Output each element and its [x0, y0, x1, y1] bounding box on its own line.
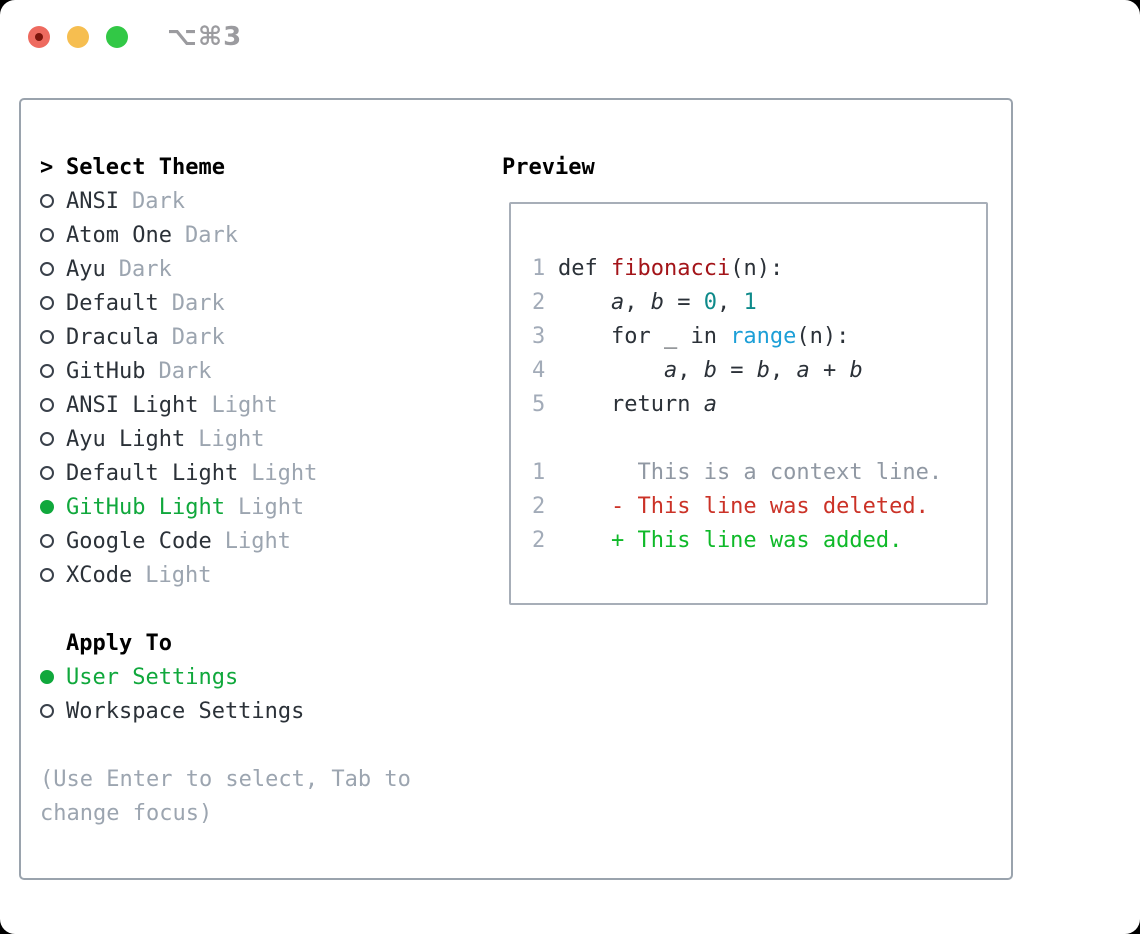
radio-selected-icon	[40, 670, 54, 684]
close-button[interactable]	[28, 26, 50, 48]
theme-name: Ayu	[66, 256, 106, 282]
code-line: 2 a, b = 0, 1	[532, 289, 757, 315]
zoom-button[interactable]	[106, 26, 128, 48]
theme-variant-tag: Light	[211, 392, 278, 418]
theme-name: Atom One	[66, 222, 172, 248]
line-number: 2	[532, 493, 546, 519]
radio-icon	[40, 262, 54, 276]
line-number: 1	[532, 255, 546, 281]
theme-name: ANSI Light	[66, 392, 199, 418]
apply-to-header: Apply To	[40, 626, 411, 660]
line-number: 3	[532, 323, 546, 349]
code-line: 5 return a	[532, 391, 717, 417]
theme-option[interactable]: Ayu Light Light	[40, 422, 411, 456]
line-number: 2	[532, 289, 546, 315]
theme-name: Ayu Light	[66, 426, 186, 452]
theme-option[interactable]: Atom One Dark	[40, 218, 411, 252]
spacer	[40, 728, 411, 762]
theme-name: GitHub Light	[66, 494, 225, 520]
select-theme-header: > Select Theme	[40, 150, 411, 184]
theme-variant-tag: Light	[224, 528, 291, 554]
line-number: 2	[532, 527, 546, 553]
hint-text-line-2: change focus)	[40, 800, 213, 826]
line-number: 1	[532, 459, 546, 485]
hint-text-line-1: (Use Enter to select, Tab to	[40, 766, 411, 792]
theme-option[interactable]: Dracula Dark	[40, 320, 411, 354]
theme-name: Default	[66, 290, 159, 316]
theme-name: Google Code	[66, 528, 212, 554]
radio-icon	[40, 228, 54, 242]
apply-to-name: Workspace Settings	[66, 698, 305, 724]
theme-option[interactable]: ANSI Light Light	[40, 388, 411, 422]
theme-name: ANSI	[66, 188, 119, 214]
diff-line-added: 2 + This line was added.	[532, 527, 903, 553]
theme-option[interactable]: GitHub Light Light	[40, 490, 411, 524]
window-title-shortcut: ⌥⌘3	[167, 22, 243, 52]
theme-name: Default Light	[66, 460, 239, 486]
apply-to-name: User Settings	[66, 664, 239, 690]
theme-option[interactable]: Default Light Light	[40, 456, 411, 490]
line-number: 5	[532, 391, 546, 417]
radio-icon	[40, 534, 54, 548]
line-number: 4	[532, 357, 546, 383]
theme-variant-tag: Dark	[118, 256, 172, 282]
radio-icon	[40, 568, 54, 582]
close-icon	[35, 33, 43, 41]
theme-variant-tag: Dark	[131, 188, 185, 214]
theme-variant-tag: Light	[145, 562, 212, 588]
spacer	[40, 592, 411, 626]
theme-variant-tag: Dark	[184, 222, 238, 248]
theme-variant-tag: Light	[251, 460, 318, 486]
radio-selected-icon	[40, 500, 54, 514]
spacer	[532, 421, 986, 455]
radio-icon	[40, 704, 54, 718]
theme-name: Dracula	[66, 324, 159, 350]
theme-variant-tag: Light	[198, 426, 265, 452]
radio-icon	[40, 364, 54, 378]
theme-name: XCode	[66, 562, 133, 588]
radio-icon	[40, 296, 54, 310]
select-theme-title: Select Theme	[66, 154, 225, 180]
theme-option[interactable]: Google Code Light	[40, 524, 411, 558]
theme-option[interactable]: ANSI Dark	[40, 184, 411, 218]
preview-title: Preview	[502, 154, 595, 180]
apply-to-option[interactable]: User Settings	[40, 660, 411, 694]
theme-variant-tag: Dark	[158, 358, 212, 384]
cursor-chevron-icon: >	[40, 154, 54, 180]
radio-icon	[40, 398, 54, 412]
radio-icon	[40, 432, 54, 446]
traffic-lights	[28, 26, 128, 48]
diff-line-deleted: 2 - This line was deleted.	[532, 493, 929, 519]
radio-icon	[40, 330, 54, 344]
theme-variant-tag: Light	[237, 494, 305, 520]
title-bar: ⌥⌘3	[0, 0, 1140, 74]
apply-to-title: Apply To	[66, 630, 172, 656]
diff-line-context: 1 This is a context line.	[532, 459, 943, 485]
radio-icon	[40, 466, 54, 480]
theme-variant-tag: Dark	[171, 324, 225, 350]
theme-variant-tag: Dark	[171, 290, 225, 316]
minimize-button[interactable]	[67, 26, 89, 48]
theme-name: GitHub	[66, 358, 146, 384]
theme-option[interactable]: Ayu Dark	[40, 252, 411, 286]
apply-to-option[interactable]: Workspace Settings	[40, 694, 411, 728]
radio-icon	[40, 194, 54, 208]
code-line: 3 for _ in range(n):	[532, 323, 850, 349]
diff-preview: 1 This is a context line. 2 - This line w…	[532, 455, 986, 557]
theme-option[interactable]: XCode Light	[40, 558, 411, 592]
theme-option[interactable]: GitHub Dark	[40, 354, 411, 388]
theme-option[interactable]: Default Dark	[40, 286, 411, 320]
code-line: 4 a, b = b, a + b	[532, 357, 863, 383]
